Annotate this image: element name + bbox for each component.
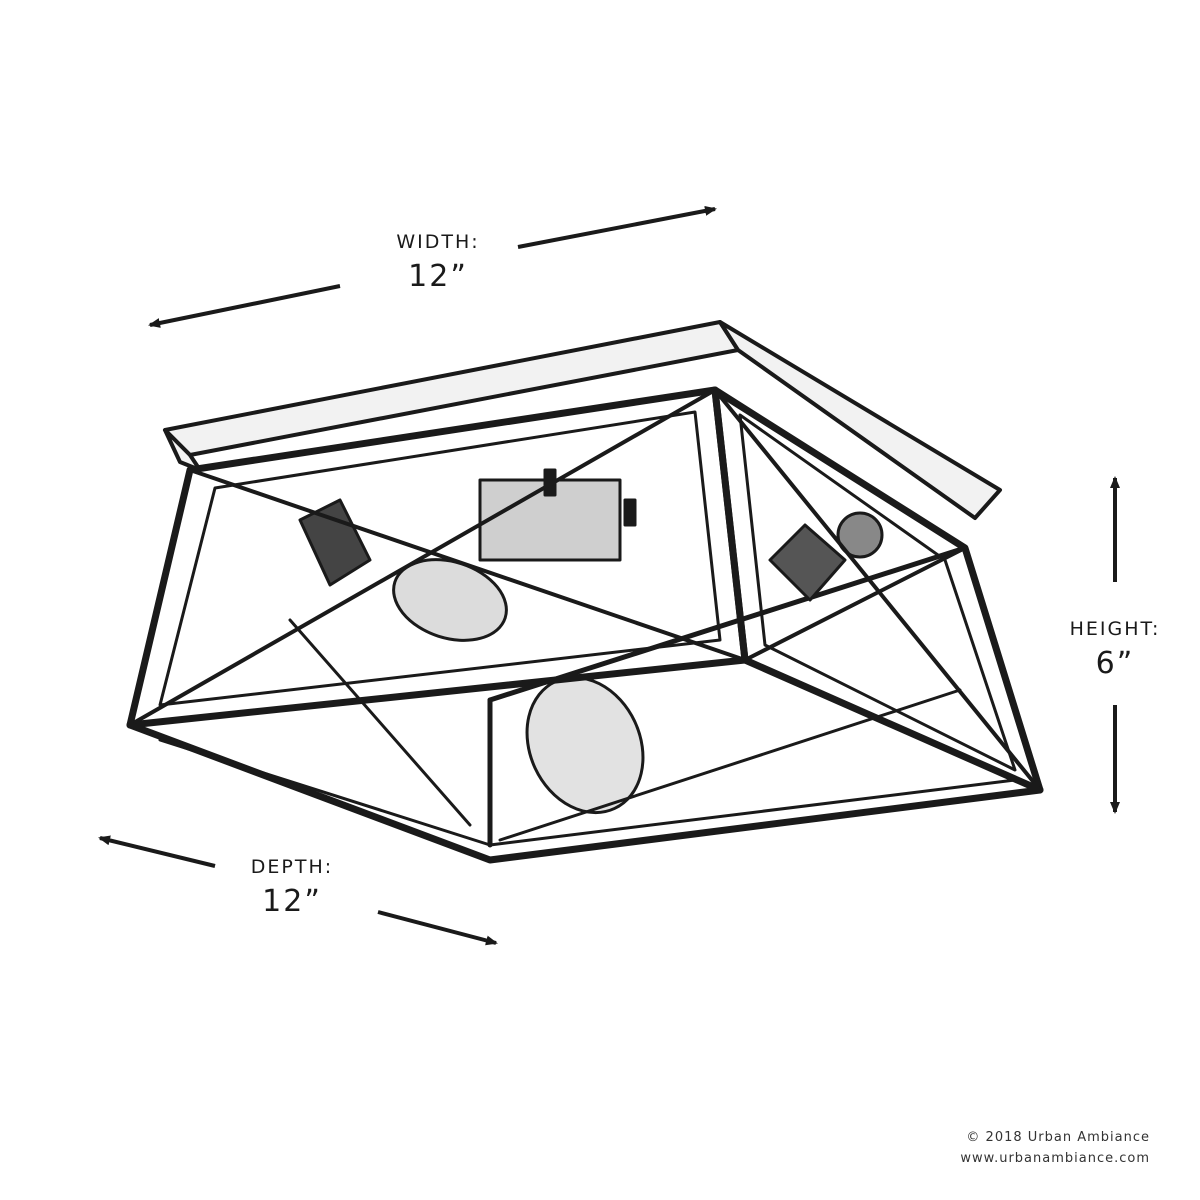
bulb-cap-right [836,511,884,559]
height-dimension-label: HEIGHT: 6” [1040,617,1190,683]
depth-arrows [98,835,498,946]
width-arrow-left [148,284,341,328]
bulb-socket-left [298,498,372,587]
bulbs [298,468,884,815]
fixture [126,320,1044,864]
width-value: 12” [408,259,468,294]
bulb-left [392,558,508,642]
height-label: HEIGHT: [1069,618,1161,640]
depth-arrow-right [377,910,498,946]
footer: © 2018 Urban Ambiance www.urbanambiance.… [960,1127,1150,1169]
depth-dimension-label: DEPTH: 12” [202,855,382,921]
website-text: www.urbanambiance.com [960,1151,1150,1166]
height-value: 6” [1095,646,1135,681]
bulb-socket-right [768,523,847,602]
depth-label: DEPTH: [250,856,334,878]
depth-value: 12” [262,884,322,919]
front-face-inner [158,410,722,707]
canopy-plate [163,320,1002,520]
copyright-text: © 2018 Urban Ambiance [966,1130,1150,1145]
bottom-frame [126,618,1044,864]
depth-arrow-left [98,835,216,868]
width-arrow-right [517,205,717,249]
width-dimension-label: WIDTH: 12” [348,230,528,296]
width-arrows [148,205,717,328]
width-label: WIDTH: [396,231,480,253]
